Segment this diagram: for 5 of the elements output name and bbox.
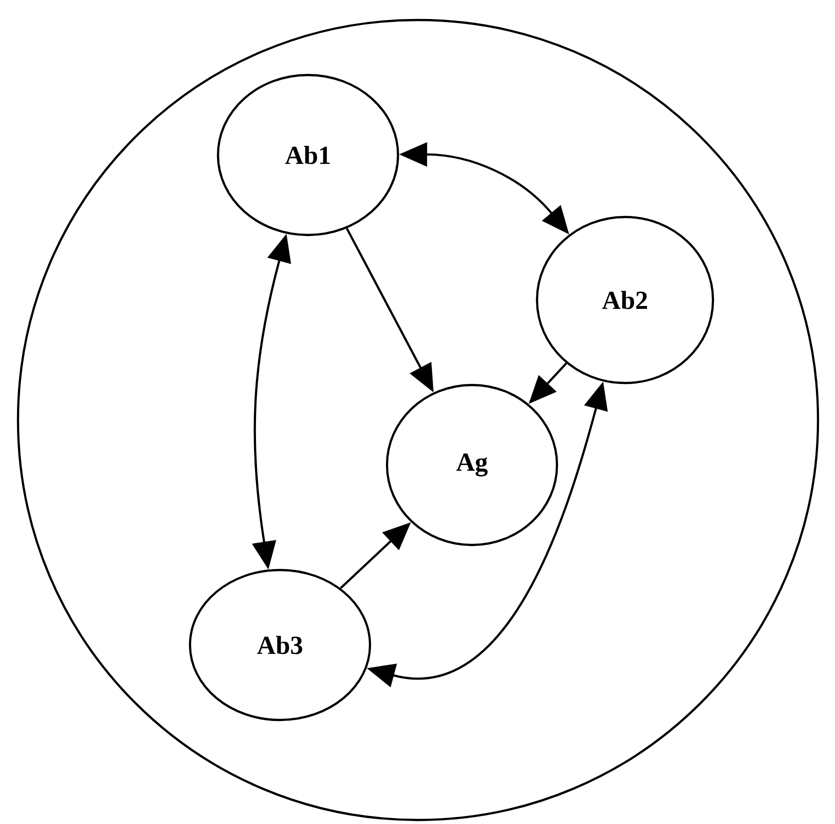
oval-node: Ab1 bbox=[216, 74, 400, 236]
enclosing-circle bbox=[16, 18, 820, 822]
oval-node: Ag bbox=[386, 384, 558, 546]
oval-node: Ab2 bbox=[536, 216, 714, 384]
oval-node: Ab3 bbox=[188, 568, 372, 722]
